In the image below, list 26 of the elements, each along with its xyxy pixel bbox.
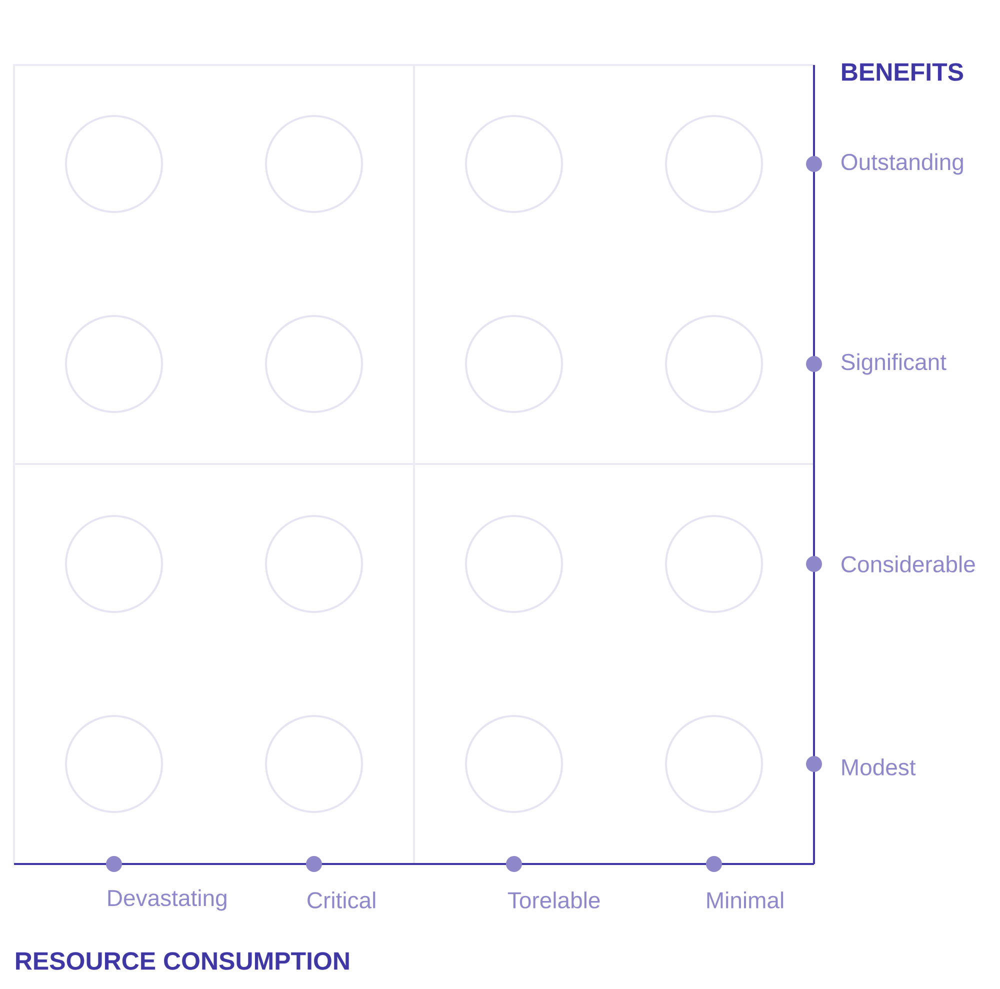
tick-label: Considerable xyxy=(842,556,975,572)
tick-label: Significant xyxy=(841,353,946,375)
empty-circle xyxy=(265,115,363,213)
tick-label: Devastating xyxy=(108,889,226,911)
empty-circle xyxy=(465,715,563,813)
empty-circle xyxy=(265,515,363,613)
tick-label: Minimal xyxy=(707,892,784,908)
empty-circle xyxy=(65,115,163,213)
empty-circle xyxy=(665,315,763,413)
empty-circle xyxy=(465,115,563,213)
empty-circle xyxy=(65,715,163,813)
tick-label: Torelable xyxy=(508,892,600,908)
empty-circle xyxy=(65,515,163,613)
empty-circle xyxy=(265,315,363,413)
empty-circle xyxy=(465,315,563,413)
empty-circle xyxy=(65,315,163,413)
axis-title: BENEFITS xyxy=(842,63,964,81)
tick-label: Critical xyxy=(308,892,376,908)
empty-circle xyxy=(465,515,563,613)
tick-label: Modest xyxy=(842,758,916,776)
empty-circle xyxy=(265,715,363,813)
axis-title: RESOURCE CONSUMPTION xyxy=(16,952,349,970)
empty-circle xyxy=(665,515,763,613)
empty-circle xyxy=(665,115,763,213)
empty-circle xyxy=(665,715,763,813)
tick-label: Outstanding xyxy=(842,153,963,175)
